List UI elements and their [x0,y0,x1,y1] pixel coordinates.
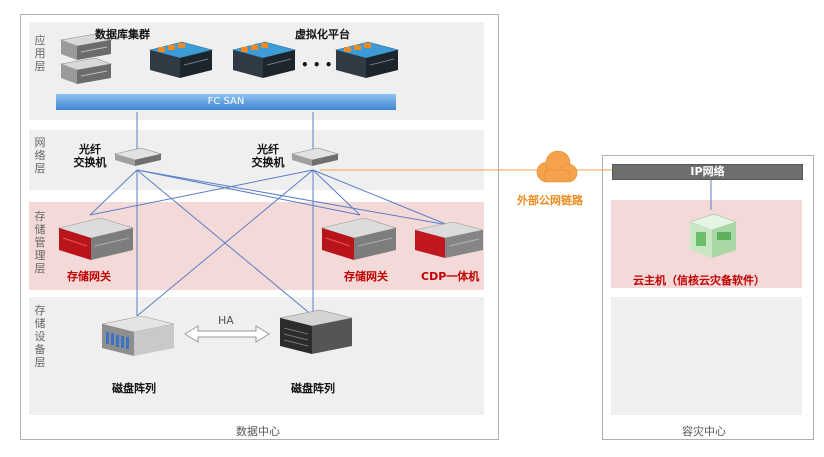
layer-label-network: 网络层 [34,136,46,175]
disk-array-label-1: 磁盘阵列 [112,382,156,395]
link-sw2-gw2 [312,169,361,216]
external-link-label: 外部公网链路 [517,194,583,207]
ip-network-bar: IP网络 [612,164,803,180]
storage-device-band [29,297,484,415]
link-sw1-gw2 [136,169,361,216]
bidirectional-arrow-icon [184,325,270,343]
vmware-server-icon [231,41,297,78]
link-sw1-cdp [136,169,449,226]
fiber-switch-label-1: 光纤 交换机 [73,143,107,169]
fiber-switch-icon [290,147,340,166]
cloud-host-label: 云主机（信核云灾备软件） [633,274,765,287]
link-sw2-disk1 [136,169,314,317]
cdp-appliance-label: CDP一体机 [421,270,480,283]
storage-gateway-label-2: 存储网关 [344,270,388,283]
link-sw2-gw1 [89,169,314,216]
link-sw1-gw1 [89,169,138,216]
server-icon [59,33,113,60]
ellipsis: • • • [301,58,333,72]
layer-label-storage-management: 存储管理层 [34,210,46,275]
network-layer-band [29,130,484,190]
disk-array-icon [279,309,353,354]
vmware-server-icon [148,41,214,78]
ha-label: HA [218,314,234,327]
virtualization-platform-label: 虚拟化平台 [295,28,350,41]
fiber-switch-icon [113,147,163,166]
cloud-host-icon [689,213,737,258]
layer-label-storage-device: 存储设备层 [34,304,46,369]
storage-gateway-label-1: 存储网关 [67,270,111,283]
disk-array-icon [101,315,175,356]
database-cluster-label: 数据库集群 [95,28,150,41]
dr-empty-band [611,297,802,415]
dr-center-caption: 容灾中心 [682,425,726,438]
vmware-server-icon [334,41,400,78]
fc-san-bar: FC SAN [56,94,396,110]
data-center-caption: 数据中心 [236,425,280,438]
cdp-appliance-icon [414,221,484,258]
link-sw2-cdp [312,169,449,226]
storage-gateway-icon [320,217,398,260]
layer-label-application: 应用层 [34,34,46,73]
server-icon [59,57,113,84]
storage-gateway-icon [57,217,135,260]
disk-array-label-2: 磁盘阵列 [291,382,335,395]
cloud-icon [536,150,578,183]
fiber-switch-label-2: 光纤 交换机 [251,143,285,169]
